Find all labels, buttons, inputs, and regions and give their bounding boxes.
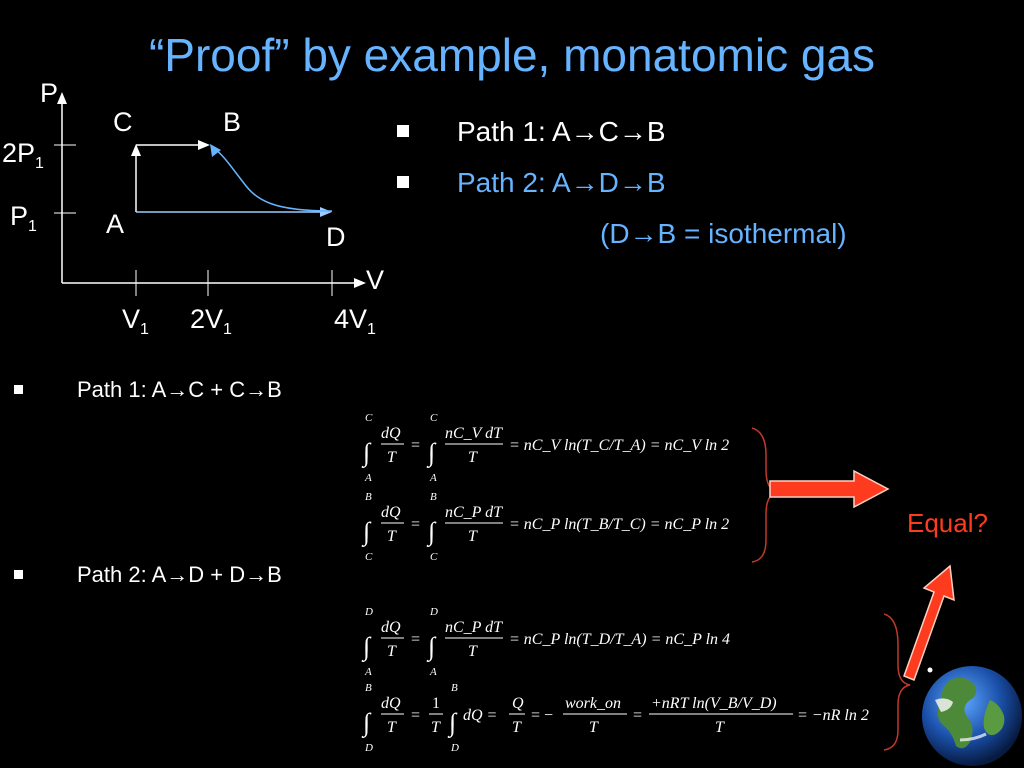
eq4-qden: T [512, 719, 522, 736]
eq4-den-one: T [431, 719, 441, 736]
bullet-square-icon [397, 176, 409, 188]
eq2-upper-limit-2: B [430, 491, 437, 503]
isothermal-note: (D→B = isothermal) [600, 218, 847, 249]
point-d-label: D [326, 222, 346, 252]
x-label-v1: V1 [122, 304, 149, 338]
p-axis-arrowhead [57, 92, 67, 104]
eq2-num-2: nC_P dT [445, 504, 503, 521]
eq4-nrtden: T [715, 719, 725, 736]
eq4-result: = −nR ln 2 [797, 707, 869, 724]
eq2-lower-limit-1: C [365, 551, 373, 563]
eq1-rhs: = nC_V ln(T_C/T_A) = nC_V ln 2 [509, 437, 729, 454]
eq1-lower-limit-1: A [364, 472, 372, 484]
eq2-den-1: T [387, 528, 397, 545]
equation-4: B ∫ D dQ T = 1 T B ∫ D dQ = Q T = − work… [361, 682, 869, 754]
eq4-q: Q [512, 695, 524, 712]
eq4-lower-limit-2: D [450, 742, 459, 754]
arrow-right-icon [769, 469, 890, 509]
eq1-num-1: dQ [381, 425, 401, 442]
eq3-num-1: dQ [381, 619, 401, 636]
integral-icon: ∫ [447, 708, 458, 738]
arrowhead-d-b [210, 144, 221, 157]
integral-icon: ∫ [426, 632, 437, 662]
eq1-den-2: T [468, 449, 478, 466]
equation-block: C ∫ A dQ T = C ∫ A nC_V dT T = nC_V ln(T… [361, 412, 869, 754]
eq3-num-2: nC_P dT [445, 619, 503, 636]
integral-icon: ∫ [361, 708, 372, 738]
eq3-den-2: T [468, 643, 478, 660]
equals-sign: = [411, 707, 420, 724]
point-a-label: A [106, 209, 125, 239]
eq2-den-2: T [468, 528, 478, 545]
x-label-2v1: 2V1 [190, 304, 232, 338]
eq4-lower-limit-1: D [364, 742, 373, 754]
earth-globe-icon [922, 666, 1022, 766]
eq1-upper-limit-2: C [430, 412, 438, 424]
eq4-dq: dQ = [463, 707, 497, 724]
integral-icon: ∫ [361, 632, 372, 662]
eq3-upper-limit-2: D [429, 606, 438, 618]
y-label-2p1: 2P1 [2, 138, 44, 172]
eq4-minus: = − [531, 707, 553, 724]
lower-bullet-path1: Path 1: A→C + C→B [14, 379, 282, 401]
p-axis-label: P [40, 78, 59, 108]
equals-sign: = [411, 437, 420, 454]
eq4-workden: T [589, 719, 599, 736]
equation-2: B ∫ C dQ T = B ∫ C nC_P dT T = nC_P ln(T… [361, 491, 729, 563]
brace-path2 [883, 613, 911, 751]
eq2-num-1: dQ [381, 504, 401, 521]
eq2-upper-limit-1: B [365, 491, 372, 503]
slide-title: “Proof” by example, monatomic gas [148, 29, 876, 81]
eq1-num-2: nC_V dT [445, 425, 503, 442]
equation-1: C ∫ A dQ T = C ∫ A nC_V dT T = nC_V ln(T… [361, 412, 729, 484]
eq1-den-1: T [387, 449, 397, 466]
v-axis-label: V [366, 265, 385, 295]
eq2-rhs: = nC_P ln(T_B/T_C) = nC_P ln 2 [509, 516, 729, 533]
equals-sign: = [411, 516, 420, 533]
pv-graph-lines [54, 92, 366, 296]
integral-icon: ∫ [361, 438, 372, 468]
eq1-upper-limit-1: C [365, 412, 373, 424]
bullet-path2: Path 2: A→D→B [397, 169, 666, 197]
x-label-4v1: 4V1 [334, 304, 376, 338]
integral-icon: ∫ [426, 517, 437, 547]
lower-bullet-path2: Path 2: A→D + D→B [14, 564, 282, 586]
arrowhead-a-c [131, 144, 141, 156]
arrowhead-c-b [198, 140, 210, 150]
bullet-path1: Path 1: A→C→B [397, 118, 666, 146]
eq3-lower-limit-2: A [429, 666, 437, 678]
arrowhead-a-d [320, 207, 332, 217]
bullet-square-icon [14, 570, 23, 579]
equation-3: D ∫ A dQ T = D ∫ A nC_P dT T = nC_P ln(T… [361, 606, 730, 678]
eq3-lower-limit-1: A [364, 666, 372, 678]
eq4-den-1: T [387, 719, 397, 736]
eq4-num-1: dQ [381, 695, 401, 712]
equal-question-label: Equal? [907, 508, 988, 538]
eq4-work: work_on [565, 695, 621, 712]
integral-icon: ∫ [426, 438, 437, 468]
bullet-square-icon [14, 385, 23, 394]
eq2-lower-limit-2: C [430, 551, 438, 563]
eq4-upper-limit-1: B [365, 682, 372, 694]
eq4-one: 1 [432, 695, 440, 712]
isotherm-d-b [215, 149, 333, 212]
eq4-nrt: +nRT ln(V_B/V_D) [651, 695, 777, 712]
eq4-upper-limit-2: B [451, 682, 458, 694]
point-b-label: B [223, 107, 242, 137]
eq3-rhs: = nC_P ln(T_D/T_A) = nC_P ln 4 [509, 631, 730, 648]
equals-sign: = [411, 631, 420, 648]
arrow-up-icon [903, 564, 955, 681]
integral-icon: ∫ [361, 517, 372, 547]
eq3-den-1: T [387, 643, 397, 660]
v-axis-arrowhead [354, 278, 366, 288]
point-c-label: C [113, 107, 133, 137]
eq1-lower-limit-2: A [429, 472, 437, 484]
bullet-square-icon [397, 125, 409, 137]
eq3-upper-limit-1: D [364, 606, 373, 618]
y-label-p1: P1 [10, 201, 37, 235]
eq4-eq: = [633, 707, 642, 724]
